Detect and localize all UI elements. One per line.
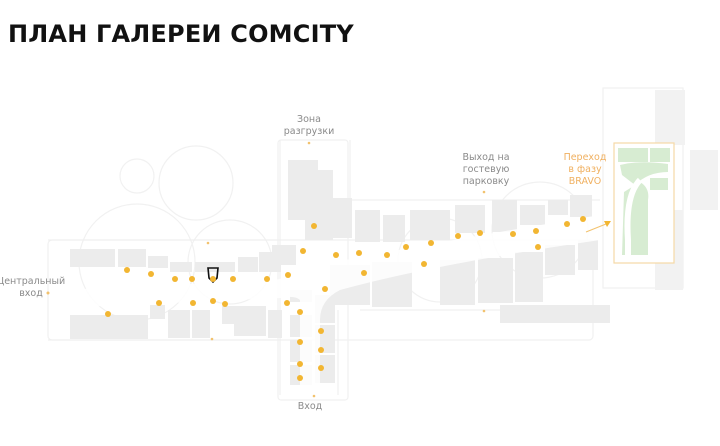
store-point[interactable]: [455, 233, 461, 239]
store-point[interactable]: [356, 250, 362, 256]
store-point[interactable]: [297, 309, 303, 315]
label-guest-parking-exit: Выход на гостевую парковку: [455, 152, 517, 188]
store-point[interactable]: [264, 276, 270, 282]
store-point[interactable]: [477, 230, 483, 236]
label-line: Центральный: [0, 276, 66, 287]
bravo-zone[interactable]: [613, 142, 675, 264]
store-point[interactable]: [535, 244, 541, 250]
label-entrance: Вход: [290, 401, 330, 413]
store-point[interactable]: [533, 228, 539, 234]
label-unloading-zone: Зона разгрузки: [283, 114, 335, 138]
store-point[interactable]: [210, 298, 216, 304]
store-point[interactable]: [318, 347, 324, 353]
label-line: гостевую: [462, 164, 510, 175]
label-central-entrance: Центральный вход: [0, 276, 70, 300]
store-point[interactable]: [421, 261, 427, 267]
store-point[interactable]: [297, 339, 303, 345]
store-point[interactable]: [172, 276, 178, 282]
store-point[interactable]: [222, 301, 228, 307]
store-point[interactable]: [361, 270, 367, 276]
page-title: ПЛАН ГАЛЕРЕИ COMCITY: [8, 20, 354, 48]
store-point[interactable]: [156, 300, 162, 306]
label-line: вход: [19, 288, 43, 299]
store-point[interactable]: [333, 252, 339, 258]
label-line: Переход: [563, 152, 607, 163]
label-line: в фазу: [568, 164, 602, 175]
label-line: Выход на: [462, 152, 510, 163]
store-point[interactable]: [148, 271, 154, 277]
store-point[interactable]: [318, 365, 324, 371]
label-line: BRAVO: [568, 176, 602, 187]
store-point[interactable]: [564, 221, 570, 227]
store-point[interactable]: [428, 240, 434, 246]
store-blocks: [70, 90, 718, 385]
store-point[interactable]: [403, 244, 409, 250]
store-point[interactable]: [297, 361, 303, 367]
store-point[interactable]: [190, 300, 196, 306]
label-line: Вход: [297, 401, 323, 412]
store-point[interactable]: [318, 328, 324, 334]
arrow-to-bravo-icon: [585, 221, 611, 233]
store-point[interactable]: [384, 252, 390, 258]
store-point[interactable]: [284, 300, 290, 306]
store-point[interactable]: [105, 311, 111, 317]
store-point[interactable]: [300, 248, 306, 254]
label-line: разгрузки: [283, 126, 335, 137]
store-point[interactable]: [124, 267, 130, 273]
store-point[interactable]: [285, 272, 291, 278]
store-point[interactable]: [311, 223, 317, 229]
store-point[interactable]: [297, 375, 303, 381]
store-point[interactable]: [189, 276, 195, 282]
entrance-markers: [46, 141, 486, 398]
store-point[interactable]: [322, 286, 328, 292]
label-line: парковку: [462, 176, 510, 187]
store-point[interactable]: [510, 231, 516, 237]
label-bravo-transfer: Переход в фазу BRAVO: [558, 152, 612, 188]
label-line: Зона: [297, 114, 321, 125]
main-corridor: [60, 215, 600, 395]
store-point[interactable]: [210, 276, 216, 282]
store-point[interactable]: [580, 216, 586, 222]
store-point[interactable]: [230, 276, 236, 282]
store-points[interactable]: [105, 216, 586, 381]
